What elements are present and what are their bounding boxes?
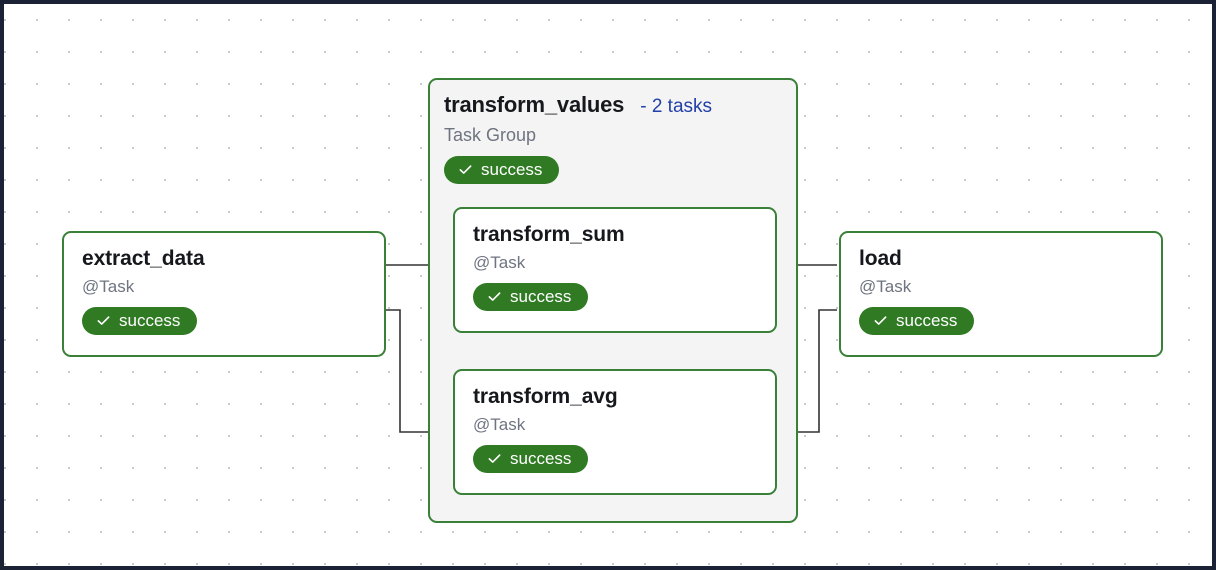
task-node-transform_avg[interactable]: transform_avg @Task success: [453, 369, 777, 495]
task-node-subtitle: @Task: [473, 252, 526, 272]
check-icon: [873, 313, 888, 328]
task-node-status-label: success: [510, 286, 572, 306]
graph-dot-grid-background[interactable]: transform_values - 2 tasks Task Group su…: [4, 4, 1212, 566]
check-icon: [458, 162, 473, 177]
task-group-status-badge: success: [444, 155, 560, 184]
task-node-subtitle: @Task: [82, 276, 135, 296]
task-group-transform_values[interactable]: transform_values - 2 tasks Task Group su…: [428, 78, 798, 523]
task-node-subtitle: @Task: [473, 414, 526, 434]
check-icon: [96, 313, 111, 328]
task-node-status-badge: success: [82, 306, 198, 335]
task-group-header: transform_values - 2 tasks: [444, 92, 782, 118]
task-node-title: transform_sum: [473, 223, 625, 246]
check-icon: [487, 289, 502, 304]
task-node-status-label: success: [119, 310, 181, 330]
task-node-status-badge: success: [473, 282, 589, 311]
task-node-status-badge: success: [859, 306, 975, 335]
task-node-status-badge: success: [473, 444, 589, 473]
task-group-title: transform_values: [444, 92, 625, 117]
task-node-load[interactable]: load @Task success: [839, 231, 1163, 357]
task-node-title: load: [859, 247, 902, 270]
task-node-title: transform_avg: [473, 385, 618, 408]
check-icon: [487, 451, 502, 466]
task-node-status-label: success: [510, 448, 572, 468]
task-node-transform_sum[interactable]: transform_sum @Task success: [453, 207, 777, 333]
task-node-title: extract_data: [82, 247, 205, 270]
task-node-status-label: success: [896, 310, 958, 330]
task-node-extract_data[interactable]: extract_data @Task success: [62, 231, 386, 357]
task-group-subtitle: Task Group: [444, 125, 537, 145]
task-group-task-count[interactable]: - 2 tasks: [640, 96, 713, 117]
task-node-subtitle: @Task: [859, 276, 912, 296]
task-group-status-label: success: [481, 159, 543, 179]
